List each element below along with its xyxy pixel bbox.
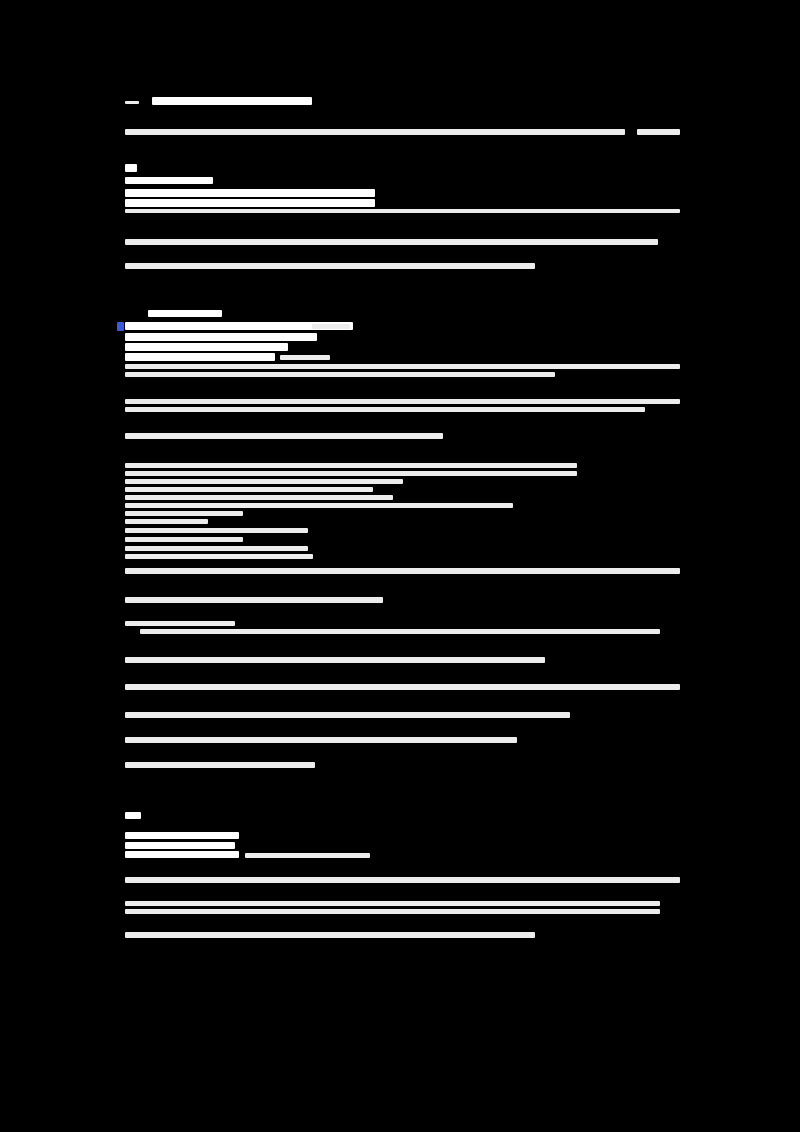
- text-line: [125, 597, 383, 603]
- heading-line: [125, 343, 288, 351]
- kicker-line: [125, 177, 213, 184]
- dash-mark: [125, 101, 139, 104]
- list-line: [125, 463, 577, 468]
- list-line: [125, 471, 577, 476]
- title-line: [125, 199, 375, 207]
- heading-line: [125, 322, 353, 330]
- list-line: [125, 537, 243, 542]
- text-line: [125, 712, 570, 718]
- subtitle-line: [125, 209, 680, 213]
- list-line: [125, 528, 308, 533]
- text-line: [125, 433, 443, 439]
- list-line: [125, 479, 403, 484]
- indented-line: [140, 629, 660, 634]
- caption-text-line: [125, 129, 625, 135]
- list-line: [125, 487, 373, 492]
- text-line: [125, 372, 555, 377]
- anchor-mark[interactable]: [117, 322, 124, 331]
- text-line: [125, 568, 680, 574]
- text-line: [125, 901, 660, 906]
- list-line: [125, 519, 208, 524]
- list-line: [125, 554, 313, 559]
- footer-tail: [245, 853, 370, 858]
- section-marker: [125, 164, 137, 172]
- heading-line: [125, 353, 275, 361]
- text-line: [125, 684, 680, 690]
- list-line: [125, 503, 513, 508]
- text-line: [125, 399, 680, 404]
- heading-tail: [312, 324, 350, 329]
- text-line: [125, 621, 235, 626]
- text-line: [125, 762, 315, 768]
- caption-heading-line: [152, 97, 312, 105]
- footer-heading-line: [125, 842, 235, 849]
- text-line: [125, 364, 680, 369]
- caption-text-end: [637, 129, 680, 135]
- footer-heading-line: [125, 851, 239, 858]
- list-line: [125, 495, 393, 500]
- paragraph-line: [125, 239, 658, 245]
- text-line: [125, 909, 660, 914]
- paragraph-line: [125, 263, 535, 269]
- text-line: [125, 877, 680, 883]
- list-line: [125, 511, 243, 516]
- section-label: [148, 310, 222, 317]
- heading-line: [125, 333, 317, 341]
- footer-heading-line: [125, 832, 239, 839]
- text-line: [125, 657, 545, 663]
- title-line: [125, 189, 375, 197]
- text-line: [125, 737, 517, 743]
- text-line: [125, 407, 645, 412]
- footer-marker: [125, 812, 141, 819]
- text-line: [125, 932, 535, 938]
- list-line: [125, 546, 308, 551]
- heading-tail: [280, 355, 330, 360]
